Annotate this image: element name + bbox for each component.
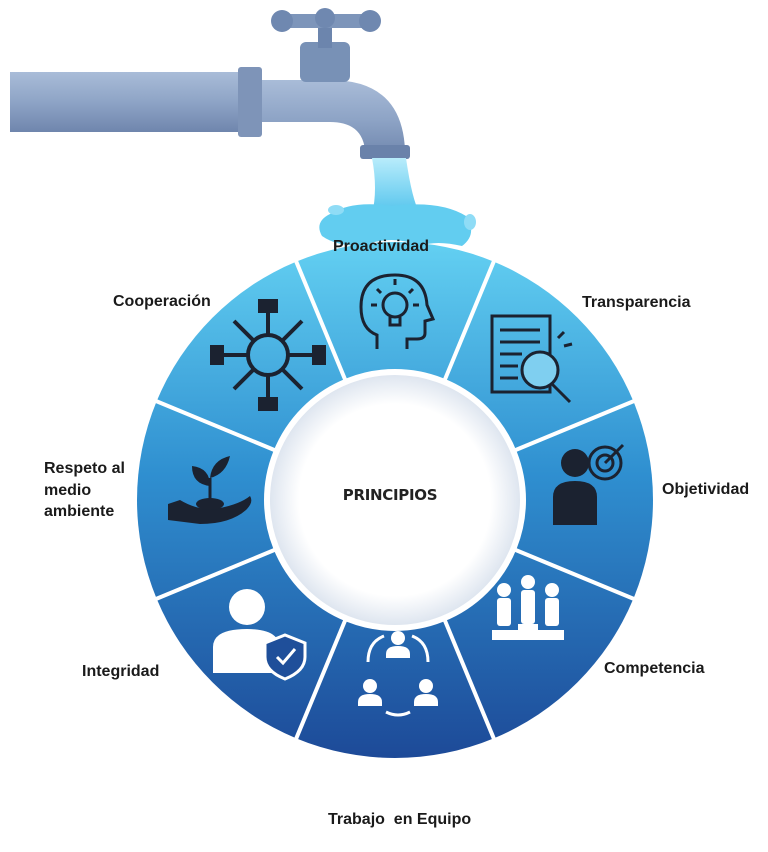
- label-respeto: Respeto al medio ambiente: [44, 460, 125, 521]
- head-lightbulb-icon: [359, 273, 436, 349]
- center-title: PRINCIPIOS: [342, 486, 438, 504]
- segment-separator: [442, 617, 498, 743]
- linked-hands-icon: [210, 299, 326, 411]
- person-target-icon: [553, 443, 625, 525]
- faucet-icon: [10, 8, 410, 159]
- segment-separator: [512, 397, 638, 453]
- label-proactividad: Proactividad: [333, 238, 430, 255]
- label-transparencia: Transparencia: [582, 294, 691, 311]
- person-shield-icon: [213, 589, 307, 681]
- label-objetividad: Objetividad: [662, 481, 750, 498]
- label-cooperacion: Cooperación: [113, 293, 211, 310]
- segment-separator: [292, 257, 348, 383]
- hand-sprout-icon: [168, 456, 252, 524]
- segment-separator: [152, 397, 278, 453]
- label-trabajo: Trabajo en Equipo: [328, 811, 472, 829]
- label-competencia: Competencia: [604, 660, 705, 677]
- center-circle: [264, 369, 526, 631]
- segment-separator: [292, 617, 348, 743]
- label-integridad: Integridad: [82, 663, 160, 680]
- podium-people-icon: [492, 575, 564, 640]
- water-stream: [319, 158, 476, 246]
- principles-diagram: [10, 8, 653, 758]
- segment-separator: [442, 257, 498, 383]
- segment-separators: [152, 257, 638, 743]
- document-magnifier-icon: [490, 314, 573, 404]
- segment-separator: [512, 547, 638, 603]
- segment-separator: [152, 547, 278, 603]
- team-cycle-icon: [358, 631, 438, 717]
